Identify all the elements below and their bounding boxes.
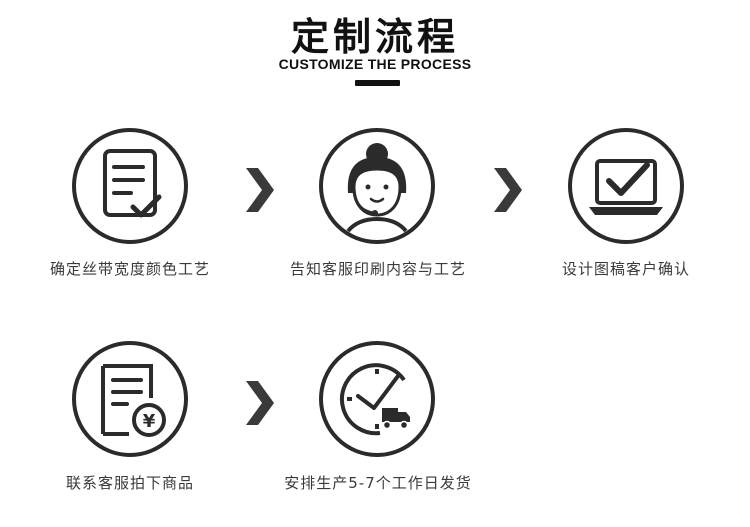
page-title: 定制流程 [290, 15, 459, 59]
arrow-right-icon [242, 166, 276, 214]
step-5-label: 安排生产5-7个工作日发货 [284, 474, 472, 492]
laptop-check-icon [567, 127, 685, 245]
step-2-label: 告知客服印刷内容与工艺 [289, 260, 466, 278]
step-1-label: 确定丝带宽度颜色工艺 [49, 260, 210, 278]
step-4-label: 联系客服拍下商品 [65, 474, 194, 492]
title-underline [355, 80, 400, 86]
page-subtitle: CUSTOMIZE THE PROCESS [278, 56, 472, 72]
document-check-icon [71, 127, 189, 245]
invoice-yuan-icon: ¥ [71, 340, 189, 458]
arrow-right-icon [490, 166, 524, 214]
customer-service-agent-icon [318, 127, 436, 245]
clock-delivery-truck-icon [318, 340, 436, 458]
step-3-label: 设计图稿客户确认 [561, 260, 690, 278]
svg-text:¥: ¥ [143, 411, 156, 432]
arrow-right-icon [242, 379, 276, 427]
